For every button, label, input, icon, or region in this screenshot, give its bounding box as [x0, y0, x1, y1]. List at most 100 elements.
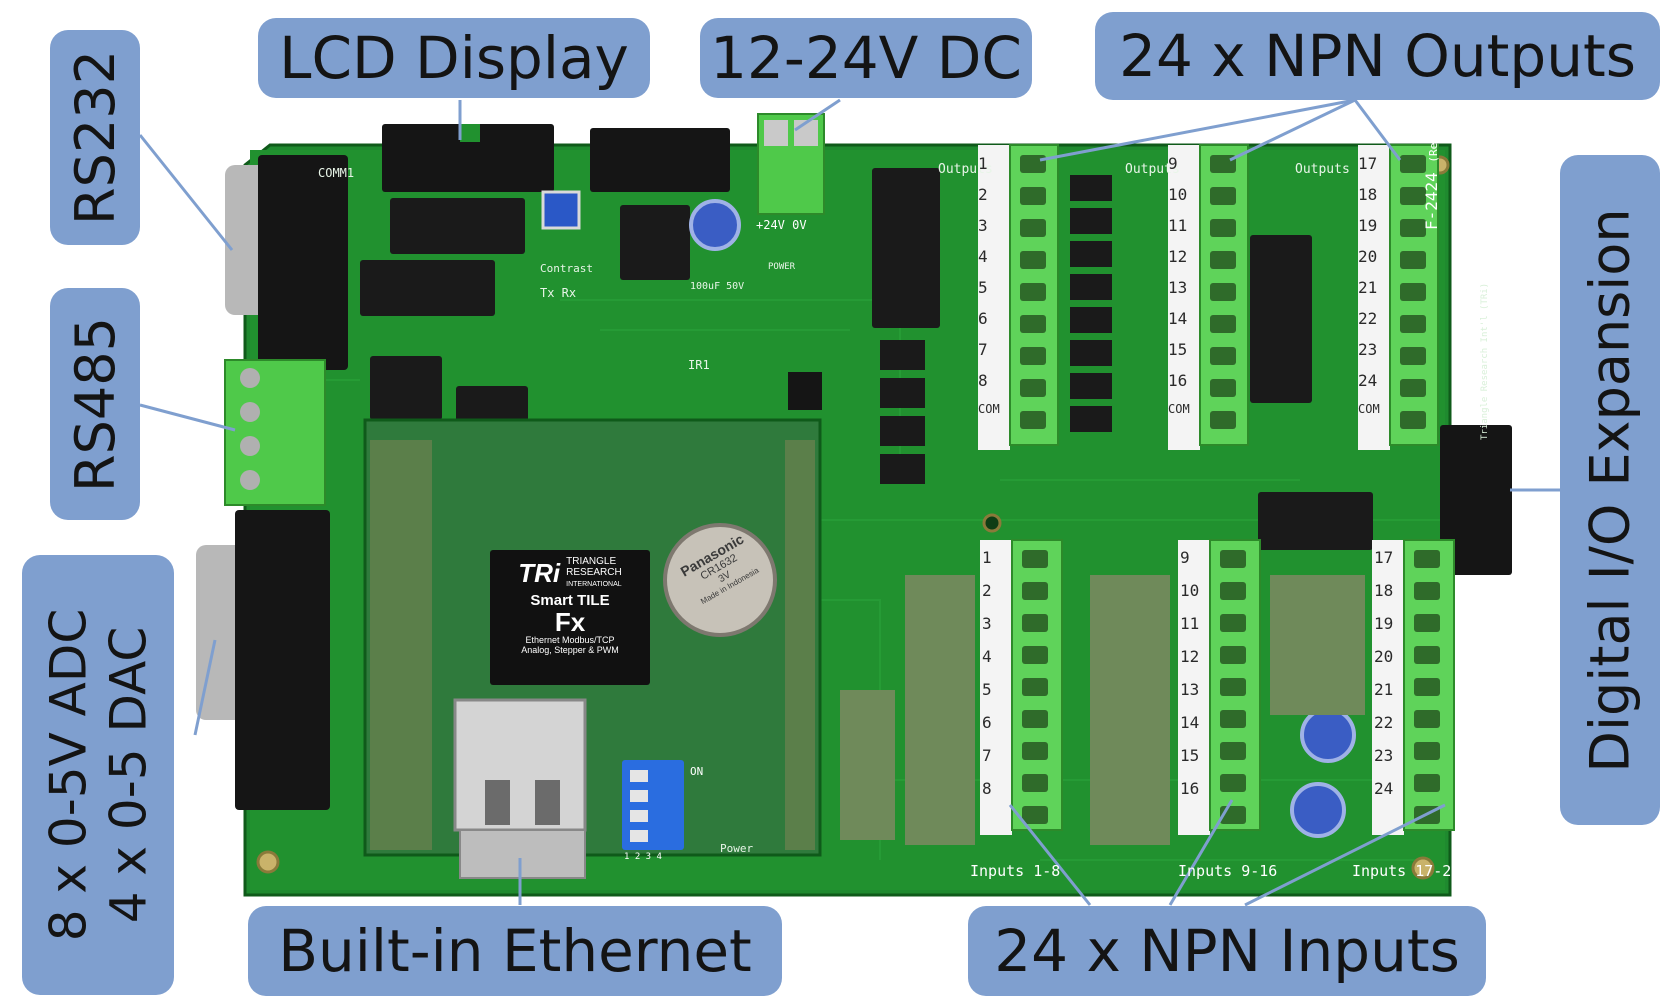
terminal-number: 11 [1168, 216, 1188, 235]
chip-brand-2: RESEARCH [566, 567, 622, 578]
terminal-number: 8 [978, 371, 988, 390]
terminal-screws [1020, 155, 1440, 824]
callout-lcd-display: LCD Display [258, 18, 650, 98]
terminal-screw [1020, 347, 1046, 365]
terminal-number: 12 [1168, 247, 1188, 266]
terminal-number: 12 [1180, 647, 1200, 666]
callout-lcd-display-text: LCD Display [279, 24, 629, 92]
board-revision-text: (Rev 1) [1427, 116, 1440, 163]
terminal-number: 5 [982, 680, 992, 699]
callout-rs485-text: RS485 [63, 316, 127, 492]
terminal-number: 1 [982, 548, 992, 567]
terminal-screw [1210, 219, 1236, 237]
terminal-number: 18 [1358, 185, 1378, 204]
terminal-screw [1220, 742, 1246, 760]
terminal-number: 17 [1374, 548, 1394, 567]
terminal-screw [1022, 550, 1048, 568]
terminal-number: 1 [978, 154, 988, 173]
terminal-number: 9 [1168, 154, 1178, 173]
txrx-label: Tx Rx [540, 286, 577, 300]
inputs-17-24-label: Inputs 17-24 [1352, 862, 1461, 880]
callout-dac-text: 4 x 0-5 DAC [99, 626, 158, 924]
terminal-screw [1400, 315, 1426, 333]
terminal-number: 10 [1168, 185, 1188, 204]
terminal-screw [1022, 742, 1048, 760]
expansion-header [1440, 425, 1512, 575]
terminal-number: 7 [978, 340, 988, 359]
terminal-number: 3 [978, 216, 988, 235]
terminal-screw [1022, 678, 1048, 696]
terminal-number: 16 [1180, 779, 1200, 798]
callout-npn-outputs: 24 x NPN Outputs [1095, 12, 1660, 100]
dip-on-label: ON [690, 765, 704, 778]
callout-analog-io-inner: 8 x 0-5V ADC 4 x 0-5 DAC [38, 609, 158, 942]
terminal-screw [1414, 614, 1440, 632]
callout-adc-text: 8 x 0-5V ADC [39, 608, 98, 942]
chip-desc-2: Analog, Stepper & PWM [521, 645, 619, 655]
callout-npn-inputs-text: 24 x NPN Inputs [994, 917, 1460, 985]
terminal-number: 10 [1180, 581, 1200, 600]
terminal-screw [1220, 678, 1246, 696]
chip-name-2: Fx [554, 607, 586, 637]
callout-ethernet: Built-in Ethernet [248, 906, 782, 996]
terminal-number: 14 [1168, 309, 1188, 328]
module-pin-rows [370, 440, 815, 850]
power-led-label: POWER [768, 262, 796, 272]
terminal-screw [1414, 774, 1440, 792]
output-header-label-2: Outputs [1125, 162, 1180, 177]
power-text-label: Power [720, 842, 754, 855]
terminal-number: 18 [1374, 581, 1394, 600]
terminal-screw [1210, 347, 1236, 365]
power-terminal-label: +24V 0V [756, 218, 807, 232]
capacitor-label: 100uF 50V [690, 281, 745, 292]
terminal-screw [1414, 742, 1440, 760]
ir-sensor [788, 372, 822, 410]
terminal-screw [1400, 379, 1426, 397]
terminal-number: 14 [1180, 713, 1200, 732]
terminal-screw [1400, 251, 1426, 269]
terminal-number: 8 [982, 779, 992, 798]
terminal-screw [1400, 155, 1426, 173]
callout-npn-outputs-text: 24 x NPN Outputs [1119, 22, 1636, 90]
output-mosfets [880, 175, 1112, 484]
terminal-screw [1220, 614, 1246, 632]
chip-brand-3: INTERNATIONAL [566, 581, 622, 588]
db9-connectors [196, 155, 348, 810]
terminal-screw [1210, 379, 1236, 397]
terminal-screw [1020, 411, 1046, 429]
terminal-screw [1400, 187, 1426, 205]
terminal-screw [1400, 347, 1426, 365]
terminal-screw [1020, 251, 1046, 269]
input-component-grid [840, 575, 1365, 845]
terminal-number: 5 [978, 278, 988, 297]
board-model-text: F-2424 [1422, 172, 1441, 230]
terminal-screw [1020, 315, 1046, 333]
chip-brand-1: TRIANGLE [566, 556, 617, 567]
terminal-screw [1220, 550, 1246, 568]
terminal-screw [1210, 155, 1236, 173]
terminal-screw [1022, 710, 1048, 728]
terminal-number: 3 [982, 614, 992, 633]
terminal-screw [1414, 646, 1440, 664]
terminal-number: 21 [1374, 680, 1394, 699]
terminal-number: 15 [1168, 340, 1188, 359]
callout-rs485: RS485 [50, 288, 140, 520]
terminal-number: 23 [1374, 746, 1394, 765]
callout-expansion: Digital I/O Expansion [1560, 155, 1660, 825]
terminal-number: 15 [1180, 746, 1200, 765]
terminal-screw [1022, 806, 1048, 824]
chip-logo: TRi [518, 557, 561, 588]
callout-analog-io: 8 x 0-5V ADC 4 x 0-5 DAC [22, 555, 174, 995]
terminal-screw [1210, 315, 1236, 333]
terminal-screw [1400, 411, 1426, 429]
terminal-number: 23 [1358, 340, 1378, 359]
terminal-number: 13 [1168, 278, 1188, 297]
terminal-screw [1414, 550, 1440, 568]
chip-brand: TRIANGLE RESEARCH INTERNATIONAL [566, 556, 622, 590]
callout-expansion-text: Digital I/O Expansion [1578, 207, 1642, 773]
terminal-number: 11 [1180, 614, 1200, 633]
terminal-number: 24 [1374, 779, 1394, 798]
terminal-number: 2 [978, 185, 988, 204]
rs485-terminal [224, 359, 326, 506]
